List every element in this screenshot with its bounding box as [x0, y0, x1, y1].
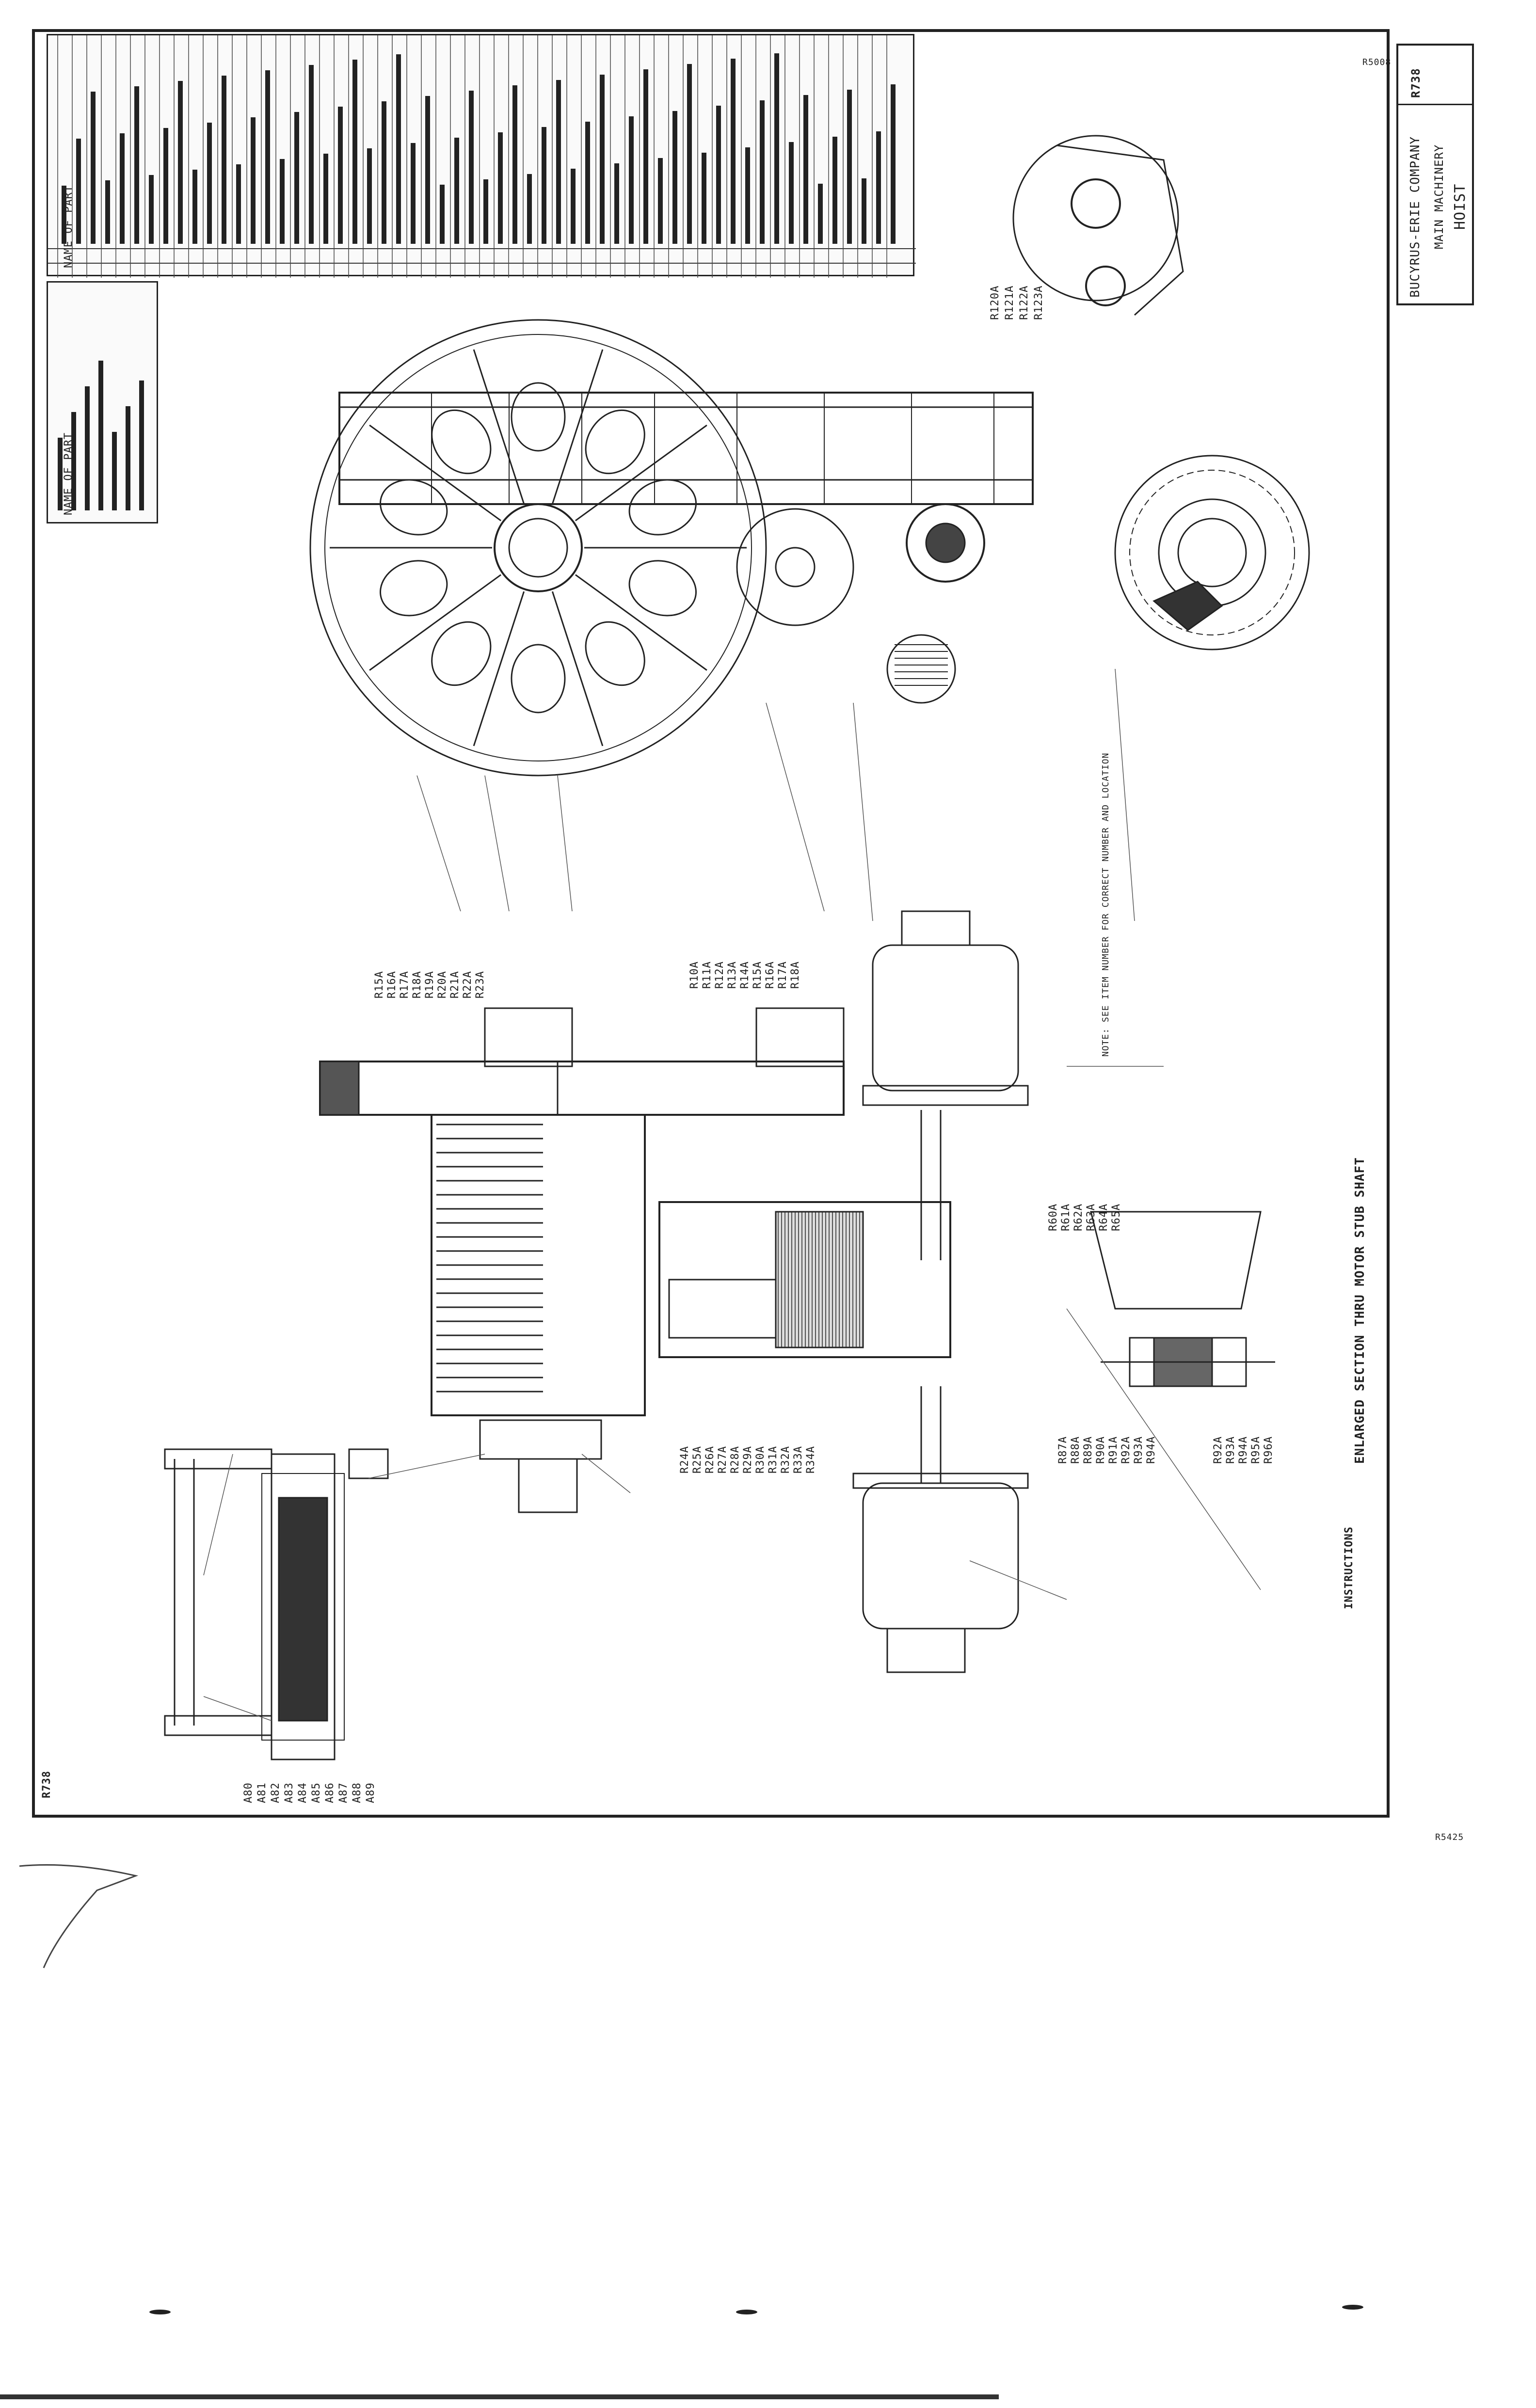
part-callout: R25A — [691, 1446, 704, 1473]
part-callout: R30A — [754, 1446, 767, 1473]
part-callout: A83 — [283, 1782, 295, 1803]
part-callout: R31A — [767, 1446, 779, 1473]
part-callout: R24A — [679, 1446, 691, 1473]
part-callout: R11A — [701, 961, 713, 989]
part-callout: R29A — [742, 1446, 754, 1473]
part-callout: R18A — [789, 961, 801, 989]
part-callout: R18A — [411, 971, 423, 998]
part-callout: R92A — [1212, 1436, 1224, 1464]
part-callout: R91A — [1107, 1436, 1120, 1464]
part-callout: R15A — [373, 971, 385, 998]
part-callout: A84 — [297, 1782, 309, 1803]
part-callout: R17A — [777, 961, 789, 989]
part-callout: R62A — [1072, 1204, 1085, 1231]
part-callout: R28A — [729, 1446, 741, 1473]
part-callout: R21A — [449, 971, 461, 998]
part-callout: R93A — [1133, 1436, 1145, 1464]
upper-motor — [862, 910, 1029, 1260]
enlarged-stub-shaft-detail — [1090, 1211, 1275, 1387]
part-callout: R120A — [989, 285, 1001, 320]
title-block: BUCYRUS-ERIE COMPANY MAIN MACHINERY HOIS… — [1396, 44, 1474, 305]
mini-table-grid — [58, 361, 144, 510]
parts-table-grid — [48, 35, 916, 278]
part-callout: A80 — [242, 1782, 255, 1803]
part-callout: R26A — [704, 1446, 716, 1473]
drawing-sheet-border — [32, 29, 1390, 1818]
part-callout: R93A — [1225, 1436, 1237, 1464]
bottom-drum-assembly — [164, 1448, 345, 1760]
secondary-parts-table: NAME OF PART — [47, 281, 158, 523]
motor-note: NOTE: SEE ITEM NUMBER FOR CORRECT NUMBER… — [1101, 752, 1111, 1057]
part-callout: R13A — [726, 961, 738, 989]
scan-marks — [19, 1864, 1363, 2314]
part-callout: R122A — [1018, 285, 1030, 320]
part-callout: R17A — [399, 971, 411, 998]
part-callout: R61A — [1060, 1204, 1072, 1231]
page-stamp: R5425 — [1435, 1832, 1464, 1842]
part-callout: R123A — [1033, 285, 1045, 320]
part-callout: A89 — [365, 1782, 377, 1803]
part-callout: A82 — [270, 1782, 282, 1803]
part-callout: R12A — [714, 961, 726, 989]
doc-number-small: R5008 — [1362, 57, 1392, 67]
part-callout: R32A — [780, 1446, 792, 1473]
part-callout: R96A — [1263, 1436, 1275, 1464]
part-callout: A87 — [337, 1782, 350, 1803]
part-callout: R64A — [1098, 1204, 1110, 1231]
lower-motor — [852, 1386, 1029, 1673]
part-callout: R33A — [792, 1446, 804, 1473]
part-callout: A81 — [256, 1782, 268, 1803]
part-callout: R94A — [1145, 1436, 1157, 1464]
part-callout: R22A — [462, 971, 474, 998]
part-callout: R20A — [436, 971, 448, 998]
part-callout: R94A — [1237, 1436, 1249, 1464]
part-callout: R15A — [752, 961, 764, 989]
part-callout: R63A — [1085, 1204, 1097, 1231]
part-callout: R19A — [424, 971, 436, 998]
part-callout: R89A — [1082, 1436, 1094, 1464]
part-callout: A88 — [351, 1782, 363, 1803]
part-callout: A86 — [324, 1782, 336, 1803]
part-callout: R23A — [474, 971, 486, 998]
part-callout: R16A — [764, 961, 776, 989]
drum-gear-wheel — [309, 319, 767, 776]
part-callout: R95A — [1250, 1436, 1262, 1464]
part-callout: R16A — [386, 971, 398, 998]
parts-list-table: NAME OF PART — [47, 34, 916, 278]
part-callout: R10A — [688, 961, 701, 989]
enlarged-section-caption: ENLARGED SECTION THRU MOTOR STUB SHAFT — [1353, 1157, 1367, 1464]
part-callout: R65A — [1110, 1204, 1122, 1231]
part-callout: R121A — [1004, 285, 1016, 320]
part-callout: R27A — [717, 1446, 729, 1473]
part-callout: R34A — [805, 1446, 817, 1473]
scan-edge-bar — [0, 2394, 999, 2399]
instructions-caption: INSTRUCTIONS — [1343, 1526, 1355, 1609]
part-callout: A85 — [310, 1782, 322, 1803]
part-callout: R88A — [1070, 1436, 1082, 1464]
part-callout: R14A — [739, 961, 751, 989]
part-callout: R90A — [1095, 1436, 1107, 1464]
brake-drum-view — [1114, 455, 1310, 650]
part-callout: R60A — [1047, 1204, 1059, 1231]
small-sheave-view — [1012, 135, 1184, 316]
part-callout: R87A — [1057, 1436, 1069, 1464]
part-callout: R92A — [1120, 1436, 1132, 1464]
